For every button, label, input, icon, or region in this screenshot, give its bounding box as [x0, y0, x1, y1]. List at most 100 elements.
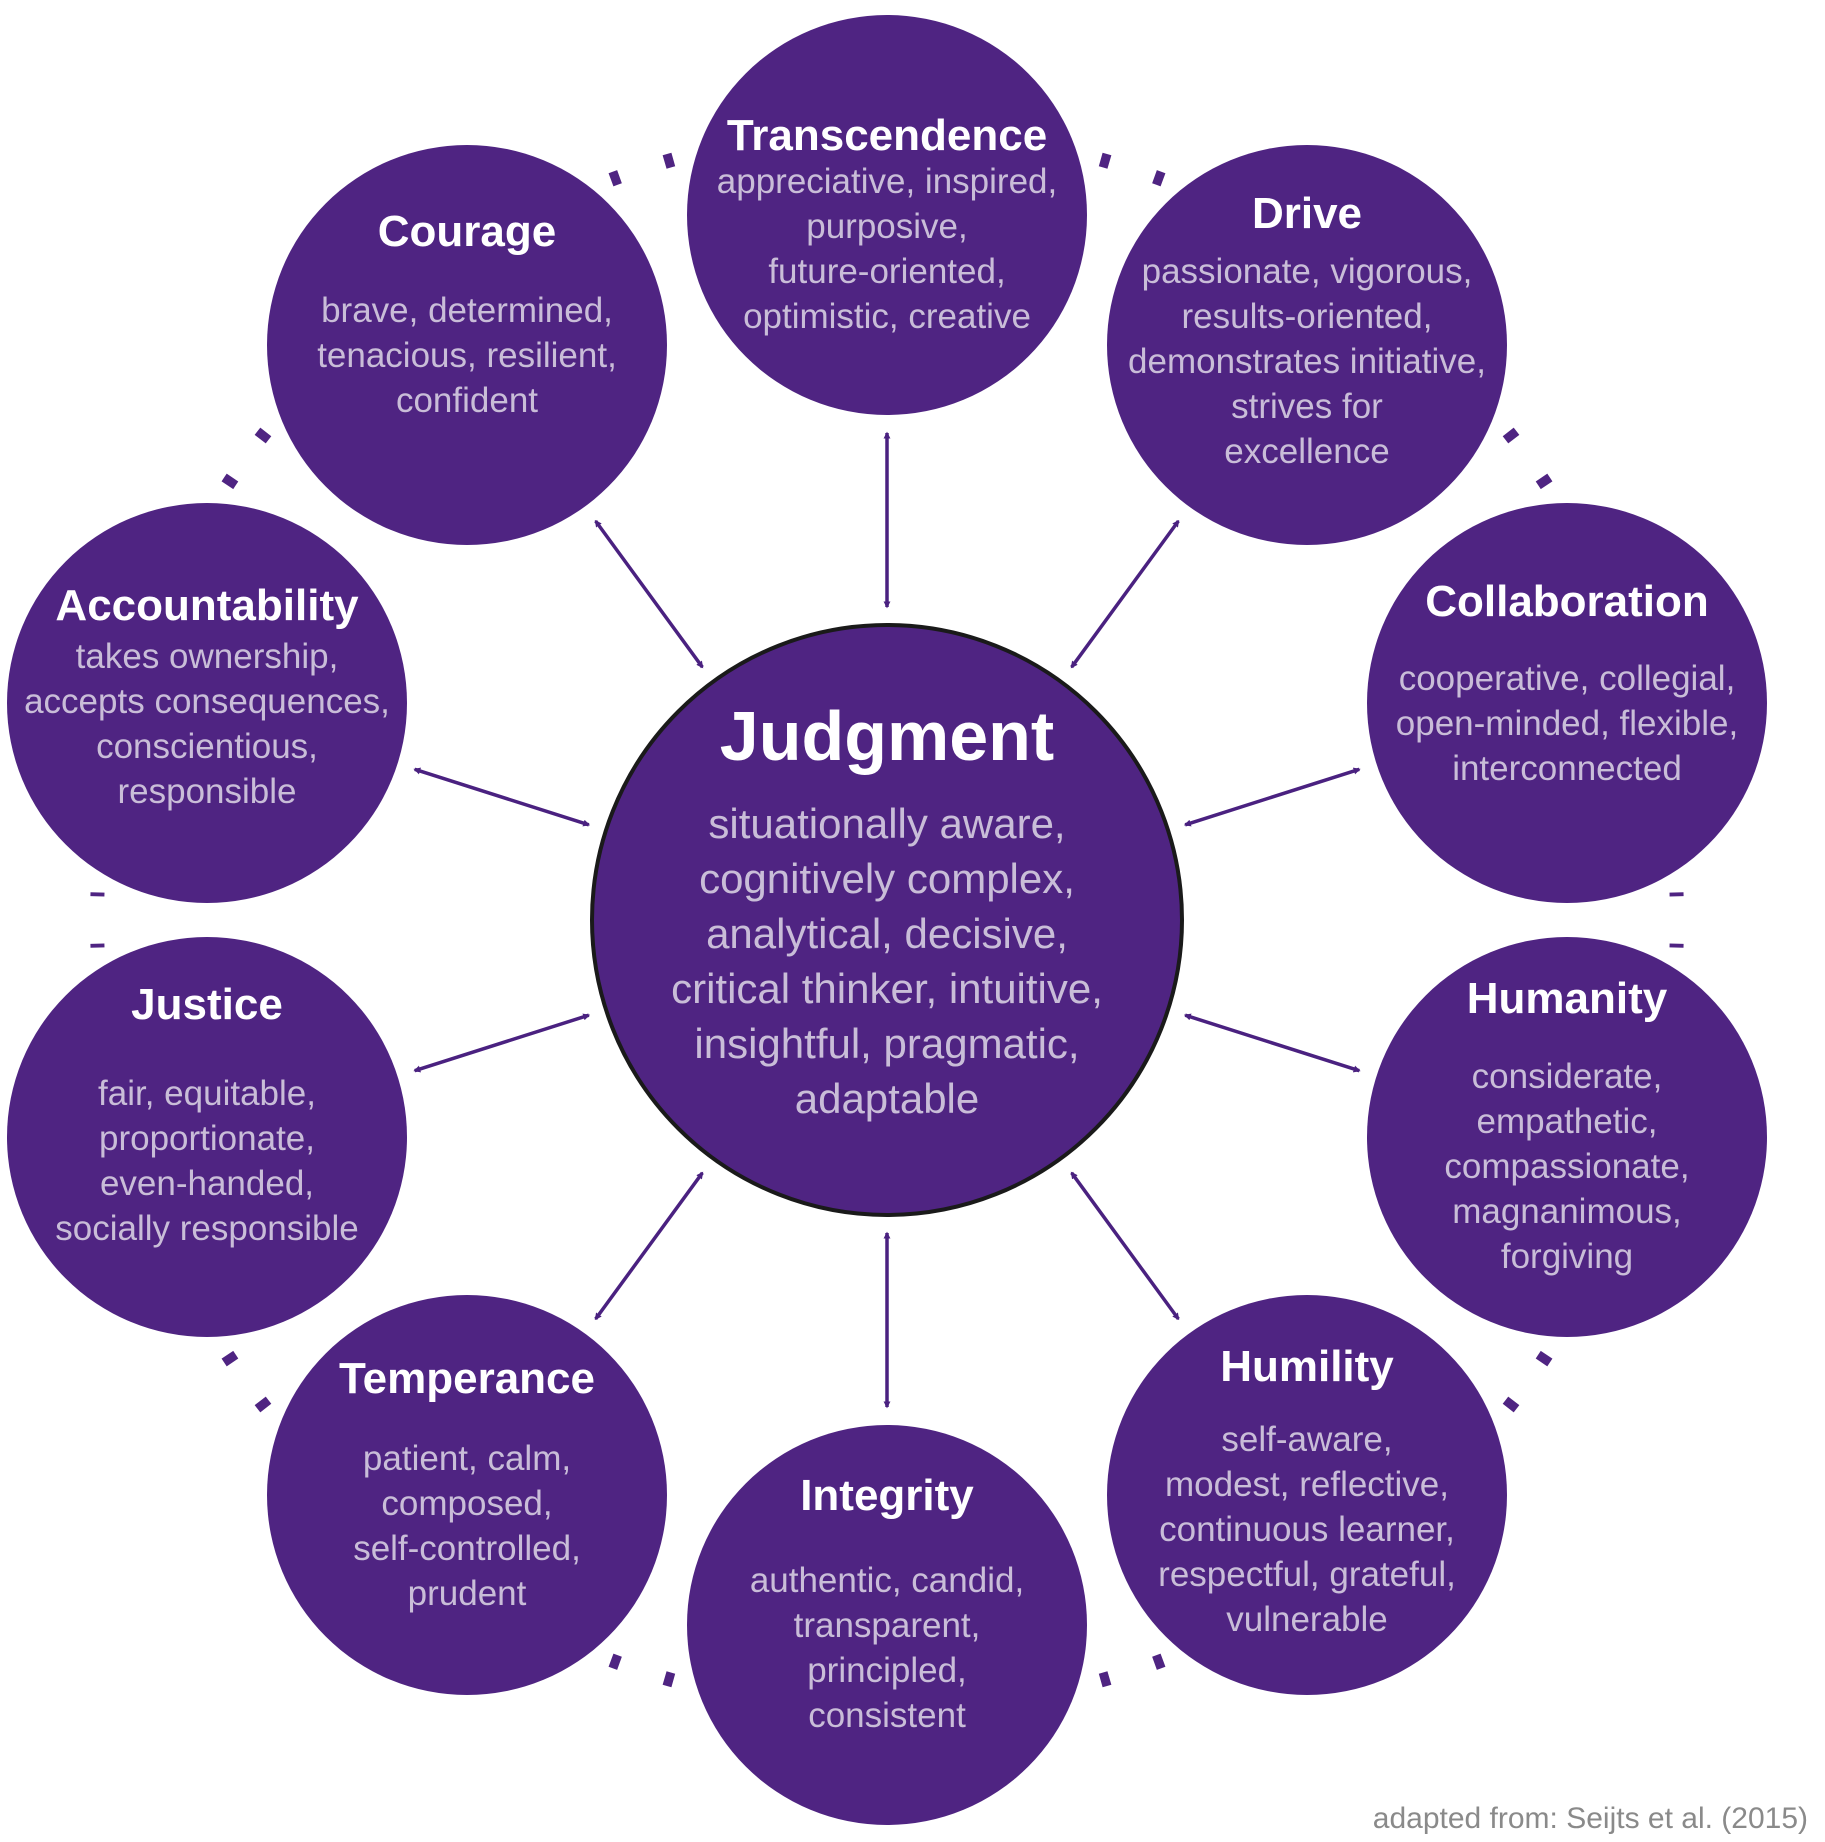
node-title: Justice: [131, 980, 283, 1029]
node-description-line: passionate, vigorous,: [1142, 252, 1473, 291]
hub-description-line: situationally aware,: [708, 800, 1065, 847]
node-description-line: vulnerable: [1226, 1600, 1388, 1639]
node-description-line: proportionate,: [99, 1119, 315, 1158]
node-description-line: cooperative, collegial,: [1399, 659, 1736, 698]
node-courage: Courage brave, determined, tenacious, resi…: [267, 145, 667, 545]
hub-description-line: critical thinker, intuitive,: [671, 965, 1103, 1012]
ring-segment: [1502, 1396, 1520, 1413]
node-description-line: empathetic,: [1477, 1102, 1658, 1141]
node-description-line: even-handed,: [100, 1164, 314, 1203]
source-citation: adapted from: Seijts et al. (2015): [1373, 1802, 1808, 1835]
node-description-line: transparent,: [794, 1606, 981, 1645]
outer-ring: [90, 152, 1684, 1688]
node-description-line: strives for: [1231, 387, 1383, 426]
node-description-line: continuous learner,: [1159, 1510, 1455, 1549]
node-circle: [1367, 937, 1767, 1337]
node-description-line: magnanimous,: [1452, 1192, 1682, 1231]
node-circle: [1107, 145, 1507, 545]
node-description-line: self-aware,: [1221, 1420, 1392, 1459]
hub-description-line: adaptable: [795, 1075, 980, 1122]
node-title: Collaboration: [1425, 577, 1709, 626]
ring-segment: [1535, 473, 1553, 490]
node-description-line: authentic, candid,: [750, 1561, 1024, 1600]
node-circle: [7, 937, 407, 1337]
node-description-line: respectful, grateful,: [1158, 1555, 1456, 1594]
node-description-line: open-minded, flexible,: [1396, 704, 1738, 743]
node-drive: Drive passionate, vigorous, results-orient…: [1107, 145, 1507, 545]
node-title: Accountability: [55, 581, 359, 630]
hub-description-line: analytical, decisive,: [706, 910, 1068, 957]
ring-segment: [1152, 170, 1166, 187]
node-description-line: prudent: [408, 1574, 527, 1613]
node-description-line: confident: [396, 381, 538, 420]
node-description-line: compassionate,: [1444, 1147, 1689, 1186]
ring-segment: [254, 1396, 272, 1413]
ring-segment: [608, 1653, 622, 1670]
ring-segment: [1502, 427, 1520, 444]
arrow-accountability: [413, 767, 591, 827]
node-description-line: considerate,: [1472, 1057, 1663, 1096]
node-description-line: demonstrates initiative,: [1128, 342, 1486, 381]
ring-segment: [1098, 1671, 1112, 1688]
arrow-drive: [1070, 519, 1180, 669]
node-title: Integrity: [800, 1471, 974, 1520]
hub-description-line: cognitively complex,: [699, 855, 1075, 902]
node-circle: [1107, 1295, 1507, 1695]
node-description-line: responsible: [118, 772, 297, 811]
node-collaboration: Collaboration cooperative, collegial, open…: [1367, 503, 1767, 903]
node-description-line: patient, calm,: [363, 1439, 571, 1478]
ring-segment: [1535, 1350, 1553, 1367]
node-description-line: future-oriented,: [768, 252, 1005, 291]
node-title: Courage: [378, 207, 556, 256]
node-title: Humanity: [1467, 974, 1668, 1023]
connector-arrows: [413, 431, 1361, 1409]
node-circle: [267, 145, 667, 545]
arrow-courage: [594, 519, 704, 669]
node-description-line: excellence: [1224, 432, 1389, 471]
node-description-line: accepts consequences,: [24, 682, 390, 721]
arrow-humanity: [1183, 1013, 1361, 1073]
ring-segment: [221, 473, 239, 490]
node-circle: [7, 503, 407, 903]
ring-segment: [662, 1671, 676, 1688]
node-description-line: takes ownership,: [76, 637, 339, 676]
hub-title: Judgment: [720, 697, 1054, 775]
arrow-justice: [413, 1013, 591, 1073]
node-description-line: interconnected: [1452, 749, 1682, 788]
ring-segment: [221, 1350, 239, 1367]
ring-segment: [1152, 1653, 1166, 1670]
node-circle: [687, 15, 1087, 415]
node-description-line: socially responsible: [55, 1209, 358, 1248]
node-description-line: modest, reflective,: [1165, 1465, 1449, 1504]
hub-description-line: insightful, pragmatic,: [694, 1020, 1079, 1067]
node-description-line: principled,: [807, 1651, 967, 1690]
arrow-collaboration: [1183, 767, 1361, 827]
node-title: Drive: [1252, 189, 1362, 238]
ring-segment: [662, 152, 676, 169]
node-justice: Justice fair, equitable, proportionate, eve…: [7, 937, 407, 1337]
hub-circle: [590, 623, 1184, 1217]
ring-segment: [254, 427, 272, 444]
judgment-hub: Judgment situationally aware, cognitively …: [590, 623, 1184, 1217]
node-description-line: conscientious,: [96, 727, 318, 766]
node-description-line: consistent: [808, 1696, 966, 1735]
node-description-line: results-oriented,: [1182, 297, 1433, 336]
node-title: Humility: [1220, 1342, 1394, 1391]
node-description-line: brave, determined,: [321, 291, 613, 330]
node-accountability: Accountability takes ownership, accepts co…: [7, 503, 407, 903]
ring-segment: [608, 170, 622, 187]
node-circle: [687, 1425, 1087, 1825]
node-description-line: tenacious, resilient,: [317, 336, 617, 375]
node-circle: [1367, 503, 1767, 903]
node-description-line: forgiving: [1501, 1237, 1633, 1276]
node-description-line: composed,: [381, 1484, 552, 1523]
node-description-line: self-controlled,: [353, 1529, 581, 1568]
node-humility: Humility self-aware, modest, reflective, co…: [1107, 1295, 1507, 1695]
node-title: Transcendence: [727, 111, 1047, 160]
node-integrity: Integrity authentic, candid, transparent, p…: [687, 1425, 1087, 1825]
node-description-line: fair, equitable,: [98, 1074, 316, 1113]
node-humanity: Humanity considerate, empathetic, compassio…: [1367, 937, 1767, 1337]
